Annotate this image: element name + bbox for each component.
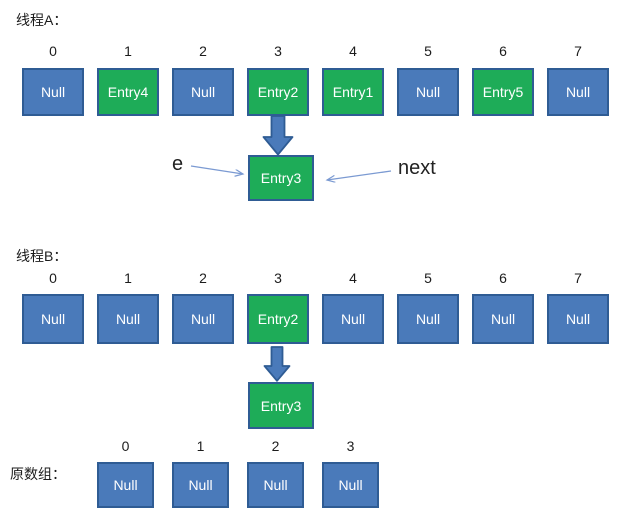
pointer-next-label: next (398, 157, 436, 179)
thread-a-cell-6: Entry5 (472, 68, 534, 116)
thread-b-label: 线程B： (16, 248, 68, 264)
thread-b-cell-7: Null (547, 294, 609, 344)
thread-b-index-7: 7 (574, 270, 582, 286)
thread-a-index-1: 1 (124, 43, 132, 59)
thread-a-cell-1: Entry4 (97, 68, 159, 116)
thread-a-entry3-node: Entry3 (248, 155, 314, 201)
thread-a-index-2: 2 (199, 43, 207, 59)
original-array-index-0: 0 (121, 438, 130, 454)
original-array-index-2: 2 (271, 438, 280, 454)
e-pointer-arrow-icon (190, 165, 243, 174)
pointer-e-label: e (172, 153, 184, 175)
thread-b-cell-0: Null (22, 294, 84, 344)
thread-a-index-3: 3 (274, 43, 282, 59)
original-array-cell-2: Null (247, 462, 304, 508)
thread-b-down-arrow-icon (263, 346, 291, 382)
thread-a-cell-4: Entry1 (322, 68, 384, 116)
thread-b-index-4: 4 (349, 270, 357, 286)
thread-b-index-3: 3 (274, 270, 282, 286)
thread-a-cell-7: Null (547, 68, 609, 116)
thread-a-label: 线程A： (16, 12, 68, 28)
thread-a-cell-3: Entry2 (247, 68, 309, 116)
thread-b-index-5: 5 (424, 270, 432, 286)
original-array-cell-3: Null (322, 462, 379, 508)
original-array-index-3: 3 (346, 438, 355, 454)
thread-b-cell-2: Null (172, 294, 234, 344)
thread-b-entry3-node: Entry3 (248, 382, 314, 429)
thread-a-index-6: 6 (499, 43, 507, 59)
original-array-label: 原数组： (10, 466, 66, 482)
thread-a-index-5: 5 (424, 43, 432, 59)
thread-a-down-arrow-icon (262, 115, 294, 156)
thread-a-index-0: 0 (49, 43, 57, 59)
thread-b-cell-3: Entry2 (247, 294, 309, 344)
thread-b-cell-5: Null (397, 294, 459, 344)
thread-b-cell-4: Null (322, 294, 384, 344)
thread-b-index-1: 1 (124, 270, 132, 286)
thread-a-index-4: 4 (349, 43, 357, 59)
next-pointer-arrow-icon (327, 170, 392, 180)
thread-b-cell-6: Null (472, 294, 534, 344)
thread-a-cell-5: Null (397, 68, 459, 116)
original-array-cell-1: Null (172, 462, 229, 508)
thread-a-index-7: 7 (574, 43, 582, 59)
original-array-cell-0: Null (97, 462, 154, 508)
thread-b-index-0: 0 (49, 270, 57, 286)
thread-b-cell-1: Null (97, 294, 159, 344)
original-array-index-1: 1 (196, 438, 205, 454)
thread-a-cell-2: Null (172, 68, 234, 116)
thread-a-cell-0: Null (22, 68, 84, 116)
thread-b-index-2: 2 (199, 270, 207, 286)
thread-b-index-6: 6 (499, 270, 507, 286)
